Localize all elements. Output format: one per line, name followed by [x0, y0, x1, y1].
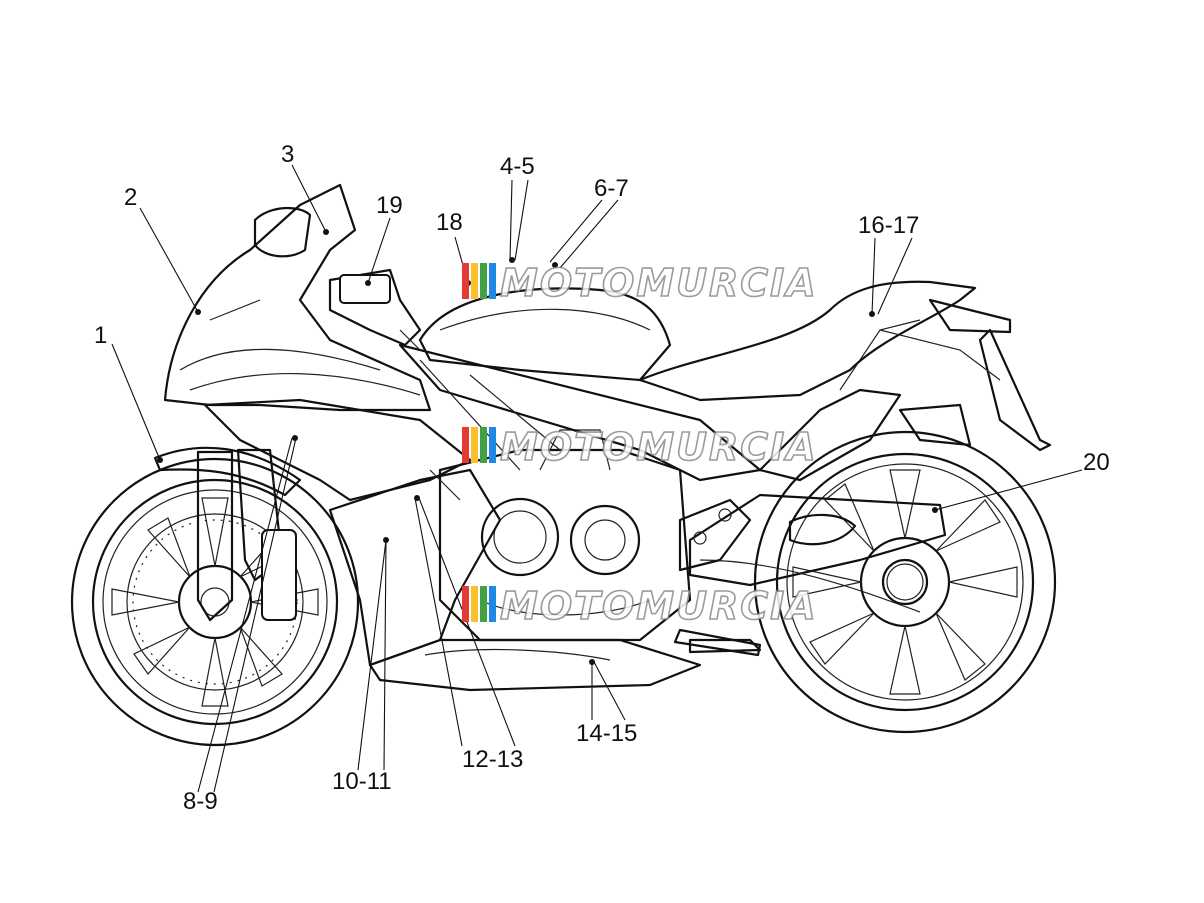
- watermark-middle: MOTOMURCIA: [462, 424, 818, 470]
- callout-18: 18: [436, 209, 463, 236]
- leader-lines: [111, 164, 1083, 793]
- swingarm: [688, 493, 947, 613]
- watermark-top: MOTOMURCIA: [462, 260, 818, 306]
- watermark-text: MOTOMURCIA: [500, 425, 818, 469]
- watermark-stripe-red: [462, 263, 469, 299]
- watermark-stripe-yellow: [471, 263, 478, 299]
- callout-19: 19: [376, 192, 403, 219]
- callout-6-7: 6-7: [594, 175, 629, 202]
- side-stand: [673, 628, 762, 657]
- callout-labels: 1 2 3 4-5 6-7 8-9 10-11 12-13 14-15 16-1…: [94, 141, 1110, 815]
- callout-20: 20: [1083, 449, 1110, 476]
- front-wheel: [70, 457, 360, 747]
- callout-14-15: 14-15: [576, 720, 637, 747]
- watermark-bottom: MOTOMURCIA: [462, 583, 818, 629]
- seat-tail: [638, 280, 1052, 452]
- watermark-text: MOTOMURCIA: [500, 261, 818, 305]
- rear-wheel: [753, 430, 1057, 734]
- watermark-stripe-green: [480, 263, 487, 299]
- callout-10-11: 10-11: [332, 768, 392, 795]
- handlebar: [328, 268, 422, 351]
- callout-12-13: 12-13: [462, 746, 523, 773]
- callout-2: 2: [124, 184, 137, 211]
- watermark-stripe-blue: [489, 263, 496, 299]
- front-fairing: [163, 183, 502, 667]
- callout-3: 3: [281, 141, 294, 168]
- belly-pan: [368, 638, 702, 692]
- fuel-tank: [418, 287, 672, 382]
- callout-16-17: 16-17: [858, 212, 919, 239]
- watermark-text: MOTOMURCIA: [500, 584, 818, 628]
- callout-4-5: 4-5: [500, 153, 535, 180]
- front-fork: [153, 446, 302, 622]
- callout-8-9: 8-9: [183, 788, 218, 815]
- footpeg-bracket: [678, 498, 752, 572]
- callout-1: 1: [94, 322, 107, 349]
